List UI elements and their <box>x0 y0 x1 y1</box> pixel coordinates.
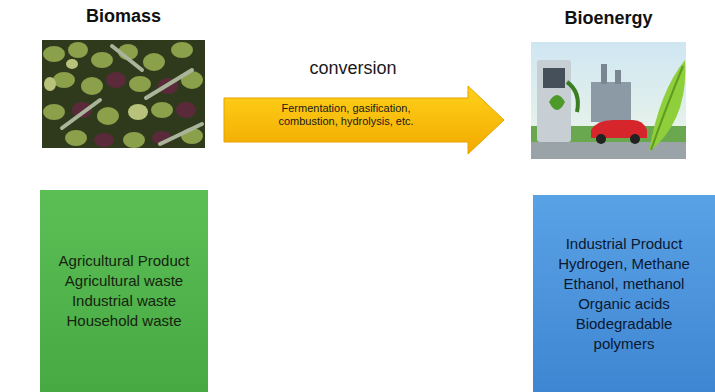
list-item: Agricultural Product <box>59 251 190 271</box>
list-item: Ethanol, methanol <box>564 274 685 294</box>
conversion-arrow: conversionFermentation, gasification, co… <box>222 58 504 158</box>
arrow-label: Fermentation, gasification, combustion, … <box>258 102 434 128</box>
bioenergy-photo-frame: Bioenergy <box>531 42 686 159</box>
bioenergy-products-box: Industrial ProductHydrogen, MethaneEthan… <box>533 195 715 392</box>
list-item: Agricultural waste <box>65 271 183 291</box>
olive-photo <box>42 40 205 148</box>
list-item: Biodegradable polymers <box>548 314 700 354</box>
list-item: Household waste <box>66 311 181 331</box>
bioenergy-photo <box>531 42 686 159</box>
arrow-title: conversion <box>222 58 484 79</box>
list-item: Organic acids <box>578 294 670 314</box>
list-item: Hydrogen, Methane <box>558 254 690 274</box>
list-item: Industrial waste <box>72 291 176 311</box>
heading-text: Biomass <box>22 6 225 27</box>
list-item: Industrial Product <box>566 234 683 254</box>
heading-text: Bioenergy <box>511 8 706 29</box>
text-stack: Industrial ProductHydrogen, MethaneEthan… <box>533 195 715 392</box>
text-stack: Agricultural ProductAgricultural wasteIn… <box>40 190 208 392</box>
biomass-sources-box: Agricultural ProductAgricultural wasteIn… <box>40 190 208 392</box>
biomass-photo-frame: Biomass <box>42 40 205 148</box>
